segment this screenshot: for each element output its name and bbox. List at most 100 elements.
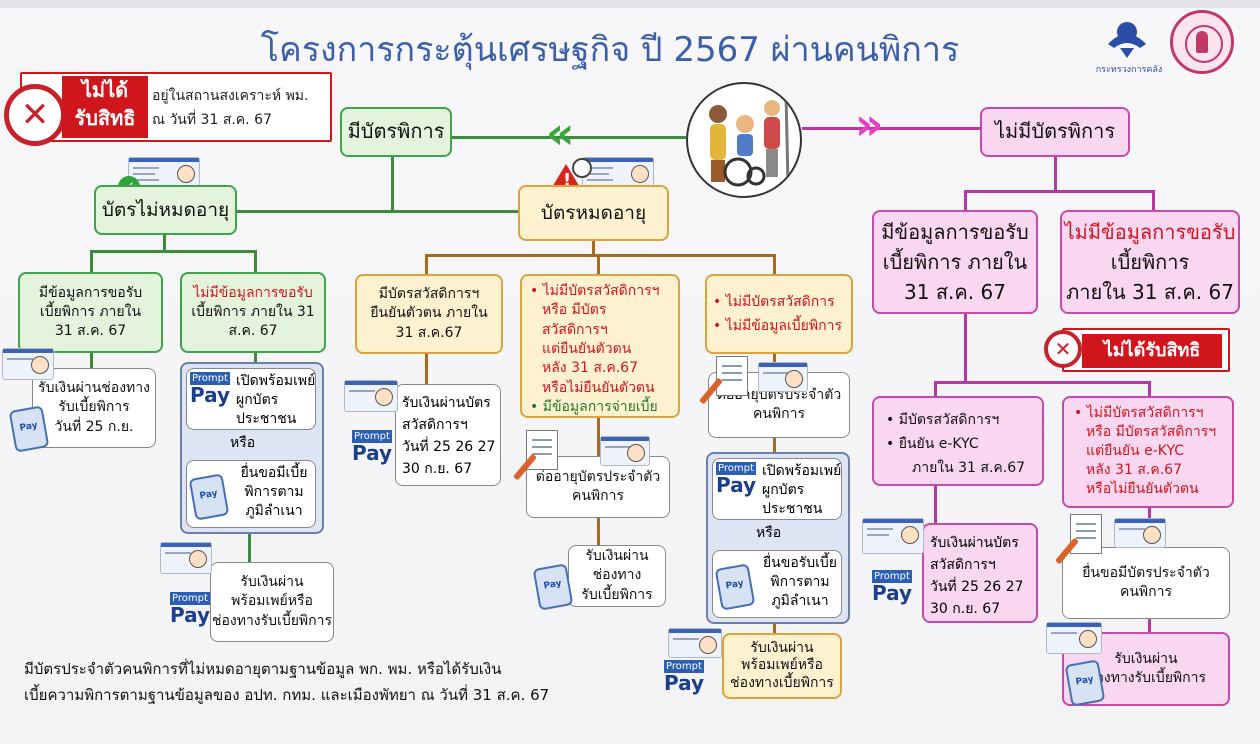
exp-b-green: มีข้อมูลการจ่ายเบี้ย	[530, 398, 670, 417]
nc-a2-red-2: หรือ มีบัตรสวัสดิการฯ	[1086, 424, 1217, 440]
connector-nc-a-bar	[934, 381, 1150, 384]
connector-valid-a	[90, 250, 93, 272]
nc-b-box: ไม่มีข้อมูลการขอรับ เบี้ยพิการ ภายใน 31 …	[1060, 210, 1240, 314]
seal-inner	[1185, 25, 1223, 63]
no-right-mid-text: ไม่ได้รับสิทธิ	[1082, 334, 1222, 368]
exp-a-result-text: รับเงินผ่านบัตร สวัสดิการฯ วันที่ 25 26 …	[402, 395, 496, 477]
has-card-box: มีบัตรพิการ	[340, 107, 452, 157]
connector-valid-a-result	[90, 353, 93, 369]
exp-a-box: มีบัตรสวัสดิการฯ ยืนยันตัวตน ภายใน 31 ส.…	[355, 274, 503, 354]
connector-expired-bar	[425, 254, 775, 257]
chevron-left-icon: «	[546, 108, 575, 159]
id-card-icon-10	[1046, 622, 1102, 654]
no-right-top-badge: ไม่ได้ รับสิทธิ	[62, 76, 148, 138]
nc-a2-red-4: หลัง 31 ส.ค.67	[1086, 462, 1182, 478]
id-card-icon-5	[600, 436, 650, 466]
nc-a1-item-2: ยืนยัน e-KYC	[886, 432, 1030, 456]
apply-allowance-text: ยื่นขอมีเบี้ย พิการตาม ภูมิลำเนา	[240, 465, 308, 519]
exp-b-red-3: แต่ยืนยันตัวตน	[542, 340, 632, 357]
no-right-top-text: อยู่ในสถานสงเคราะห์ พม. ณ วันที่ 31 ส.ค.…	[152, 88, 309, 128]
phone-icon: Pay	[8, 405, 50, 453]
connector-exp-b-result	[597, 518, 600, 546]
connector-exp-a	[425, 254, 428, 274]
valid-b-red-text: ไม่มีข้อมูลการขอรับ	[193, 284, 313, 301]
nc-a2-red-5: หรือไม่ยืนยันตัวตน	[1086, 481, 1199, 497]
connector-exp-c-final	[773, 624, 776, 634]
exp-b-box: ไม่มีบัตรสวัสดิการฯ หรือ มีบัตรสวัสดิการ…	[520, 274, 680, 418]
exp-b-result-box: รับเงินผ่าน ช่องทาง รับเบี้ยพิการ	[568, 545, 666, 607]
connector-no-card-down	[1054, 157, 1057, 192]
id-card-icon-8	[862, 518, 924, 554]
chevron-right-icon: »	[855, 99, 884, 150]
connector-nc-b	[1152, 190, 1155, 212]
apply-card-box: ยื่นขอมีบัตรประจำตัว คนพิการ	[1062, 547, 1230, 619]
id-card-icon-3	[160, 542, 212, 574]
connector-has-card-bar	[236, 210, 520, 213]
exp-b-red-5: หรือไม่ยืนยันตัวตน	[542, 379, 655, 396]
exp-c-red-1: ไม่มีบัตรสวัสดิการ	[713, 290, 845, 314]
connector-no-card-bar	[964, 190, 1154, 193]
connector-has-card-down	[391, 157, 394, 212]
promptpay-option-text-2: เปิดพร้อมเพย์ ผูกบัตร ประชาชน	[762, 463, 842, 517]
exp-c-result-box: รับเงินผ่าน พร้อมเพย์หรือ ช่องทางเบี้ยพิ…	[722, 633, 842, 699]
valid-a-result-box: รับเงินผ่านช่องทาง รับเบี้ยพิการ วันที่ …	[32, 368, 156, 448]
or-label-2: หรือ	[756, 525, 782, 541]
promptpay-option-text: เปิดพร้อมเพย์ ผูกบัตร ประชาชน	[236, 373, 316, 427]
connector-exp-b	[597, 254, 600, 274]
id-card-icon-2	[2, 348, 54, 380]
nc-b-text: เบี้ยพิการ ภายใน 31 ส.ค. 67	[1066, 250, 1234, 304]
nc-a2-red-1: ไม่มีบัตรสวัสดิการฯ	[1074, 404, 1222, 423]
id-card-icon-7	[668, 628, 722, 658]
document-icon-2	[716, 356, 748, 396]
nc-a2-box: ไม่มีบัตรสวัสดิการฯ หรือ มีบัตรสวัสดิการ…	[1062, 396, 1234, 508]
clock-icon	[572, 158, 592, 178]
nc-a1-item-1: มีบัตรสวัสดิการฯ	[886, 408, 1030, 432]
people-illustration	[686, 82, 802, 198]
apply-allowance-text-2: ยื่นขอรับเบี้ย พิการตาม ภูมิลำเนา	[762, 555, 838, 609]
nc-a2-red-3: แต่ยืนยัน e-KYC	[1086, 443, 1185, 459]
connector-exp-c-options	[773, 438, 776, 452]
card-expired-box: บัตรหมดอายุ	[518, 185, 669, 241]
connector-valid-b	[254, 250, 257, 272]
exp-b-red-2: หรือ มีบัตรสวัสดิการฯ	[542, 302, 608, 338]
department-seal-icon	[1170, 10, 1234, 74]
no-right-mid-x-icon: ✕	[1044, 330, 1082, 368]
disabled-people-icon	[709, 93, 790, 187]
connector-valid-b-result	[254, 353, 257, 363]
phone-icon-3: Pay	[532, 563, 574, 611]
connector-top-left	[450, 136, 686, 139]
connector-valid-b-final	[248, 534, 251, 562]
document-icon-3	[1070, 514, 1102, 554]
valid-a-box: มีข้อมูลการขอรับ เบี้ยพิการ ภายใน 31 ส.ค…	[18, 272, 163, 353]
nc-a1-result-text: รับเงินผ่านบัตร สวัสดิการฯ วันที่ 25 26 …	[930, 535, 1024, 617]
connector-nc-a2-result	[1148, 619, 1151, 633]
ministry-logo	[1104, 14, 1150, 60]
valid-b-text: เบี้ยพิการ ภายใน 31 ส.ค. 67	[191, 303, 315, 340]
garuda-emblem-icon	[1108, 22, 1146, 58]
nc-a-box: มีข้อมูลการขอรับ เบี้ยพิการ ภายใน 31 ส.ค…	[872, 210, 1038, 314]
connector-valid-down	[163, 235, 166, 251]
ministry-name: กระทรวงการคลัง	[1095, 65, 1163, 75]
top-bar	[0, 0, 1260, 8]
exp-a-result-box	[395, 384, 501, 486]
connector-nc-a1-result	[934, 486, 937, 524]
connector-nc-a-down	[964, 314, 967, 382]
seal-figure-icon	[1196, 31, 1208, 53]
connector-nc-a	[964, 190, 967, 212]
exp-b-red-1: ไม่มีบัตรสวัสดิการฯ	[530, 282, 670, 301]
phone-icon-4: Pay	[714, 563, 756, 611]
id-card-icon-4	[344, 380, 398, 412]
connector-exp-a-result	[425, 354, 428, 384]
card-valid-box: บัตรไม่หมดอายุ	[94, 185, 237, 235]
connector-nc-a1	[934, 381, 937, 397]
phone-icon-5: Pay	[1064, 659, 1106, 707]
exp-b-red-4: หลัง 31 ส.ค.67	[542, 360, 638, 377]
nc-b-red-text: ไม่มีข้อมูลการขอรับ	[1064, 220, 1236, 244]
exp-c-box: ไม่มีบัตรสวัสดิการ ไม่มีข้อมูลเบี้ยพิการ	[705, 274, 853, 354]
